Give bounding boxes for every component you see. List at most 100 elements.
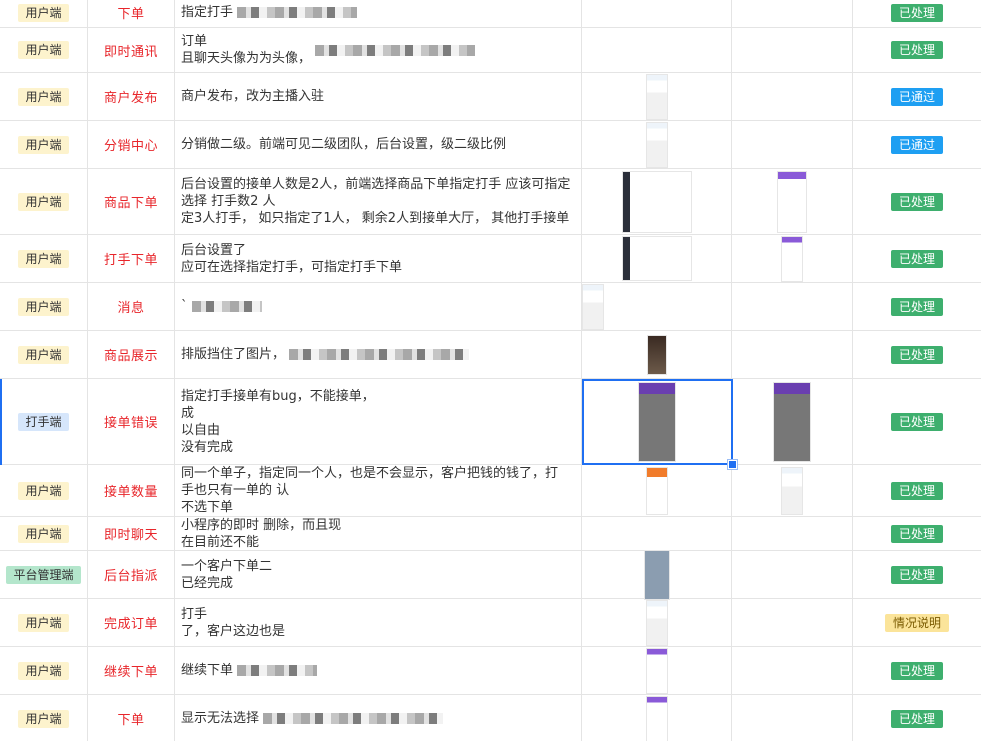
end-cell[interactable]: 用户端 — [0, 695, 88, 741]
table-row[interactable]: 用户端 接单数量 同一个单子，指定同一个人，也是不会显示，客户把钱的钱了，打 手… — [0, 465, 981, 517]
screenshot-thumbnail[interactable] — [645, 647, 668, 694]
module-cell[interactable]: 完成订单 — [88, 599, 175, 646]
image-cell-2[interactable] — [732, 73, 853, 120]
screenshot-thumbnail[interactable] — [645, 466, 668, 515]
status-cell[interactable]: 已处理 — [853, 169, 981, 234]
image-cell-1[interactable] — [582, 379, 732, 464]
table-row[interactable]: 用户端 分销中心 分销做二级。前端可见二级团队，后台设置，级二级比例 已通过 — [0, 121, 981, 169]
image-cell-2[interactable] — [732, 379, 853, 464]
module-cell[interactable]: 后台指派 — [88, 551, 175, 598]
status-cell[interactable]: 已处理 — [853, 331, 981, 378]
screenshot-thumbnail[interactable] — [645, 73, 668, 120]
module-cell[interactable]: 即时通讯 — [88, 28, 175, 72]
image-cell-1[interactable] — [582, 517, 732, 550]
table-row[interactable]: 用户端 完成订单 打手 了，客户这边也是 情况说明 — [0, 599, 981, 647]
table-row[interactable]: 平台管理端 后台指派 一个客户下单二 已经完成 已处理 — [0, 549, 981, 600]
module-cell[interactable]: 商户发布 — [88, 73, 175, 120]
end-cell[interactable]: 用户端 — [0, 235, 88, 282]
status-cell[interactable]: 已处理 — [853, 379, 981, 464]
description-cell[interactable]: ` — [175, 283, 582, 330]
module-cell[interactable]: 商品展示 — [88, 331, 175, 378]
table-row[interactable]: 用户端 消息 ` 已处理 — [0, 283, 981, 331]
status-cell[interactable]: 已通过 — [853, 73, 981, 120]
status-cell[interactable]: 已处理 — [853, 283, 981, 330]
screenshot-thumbnail[interactable] — [781, 466, 803, 515]
description-cell[interactable]: 排版挡住了图片， — [175, 331, 582, 378]
screenshot-thumbnail[interactable] — [645, 695, 668, 741]
screenshot-thumbnail[interactable] — [645, 121, 668, 168]
end-cell[interactable]: 打手端 — [0, 379, 88, 464]
status-cell[interactable]: 已处理 — [853, 0, 981, 27]
table-row[interactable]: 用户端 商户发布 商户发布，改为主播入驻 已通过 — [0, 73, 981, 121]
status-cell[interactable]: 已处理 — [853, 551, 981, 598]
table-row[interactable]: 用户端 商品下单 后台设置的接单人数是2人，前端选择商品下单指定打手 应该可指定… — [0, 169, 981, 235]
image-cell-1[interactable] — [582, 73, 732, 120]
status-cell[interactable]: 已处理 — [853, 695, 981, 741]
image-cell-2[interactable] — [732, 235, 853, 282]
screenshot-thumbnail[interactable] — [582, 283, 604, 330]
table-row[interactable]: 用户端 即时聊天 小程序的即时 删除，而且现 在目前还不能 已处理 — [0, 517, 981, 551]
screenshot-thumbnail[interactable] — [643, 549, 670, 600]
end-cell[interactable]: 用户端 — [0, 599, 88, 646]
description-cell[interactable]: 继续下单 — [175, 647, 582, 694]
end-cell[interactable]: 平台管理端 — [0, 551, 88, 598]
status-cell[interactable]: 已通过 — [853, 121, 981, 168]
image-cell-2[interactable] — [732, 599, 853, 646]
description-cell[interactable]: 指定打手接单有bug，不能接单， 成 以自由 没有完成 — [175, 379, 582, 464]
table-row[interactable]: 打手端 接单错误 指定打手接单有bug，不能接单， 成 以自由 没有完成 已处理 — [0, 379, 981, 465]
image-cell-2[interactable] — [732, 331, 853, 378]
screenshot-thumbnail[interactable] — [646, 334, 667, 375]
module-cell[interactable]: 继续下单 — [88, 647, 175, 694]
image-cell-2[interactable] — [732, 695, 853, 741]
module-cell[interactable]: 消息 — [88, 283, 175, 330]
image-cell-1[interactable] — [582, 283, 732, 330]
end-cell[interactable]: 用户端 — [0, 121, 88, 168]
description-cell[interactable]: 一个客户下单二 已经完成 — [175, 551, 582, 598]
table-row[interactable]: 用户端 继续下单 继续下单 已处理 — [0, 647, 981, 695]
image-cell-2[interactable] — [732, 647, 853, 694]
image-cell-1[interactable] — [582, 235, 732, 282]
status-cell[interactable]: 已处理 — [853, 647, 981, 694]
image-cell-1[interactable] — [582, 121, 732, 168]
screenshot-thumbnail[interactable] — [645, 599, 668, 646]
end-cell[interactable]: 用户端 — [0, 465, 88, 516]
description-cell[interactable]: 指定打手 — [175, 0, 582, 27]
module-cell[interactable]: 分销中心 — [88, 121, 175, 168]
description-cell[interactable]: 订单 且聊天头像为为头像， — [175, 28, 582, 72]
image-cell-1[interactable] — [582, 647, 732, 694]
screenshot-thumbnail[interactable] — [781, 235, 803, 282]
description-cell[interactable]: 同一个单子，指定同一个人，也是不会显示，客户把钱的钱了，打 手也只有一单的 认 … — [175, 465, 582, 516]
table-row[interactable]: 用户端 下单 显示无法选择 已处理 — [0, 695, 981, 741]
image-cell-1[interactable] — [582, 28, 732, 72]
screenshot-thumbnail[interactable] — [621, 170, 692, 233]
table-row[interactable]: 用户端 打手下单 后台设置了 应可在选择指定打手，可指定打手下单 已处理 — [0, 235, 981, 283]
end-cell[interactable]: 用户端 — [0, 28, 88, 72]
end-cell[interactable]: 用户端 — [0, 169, 88, 234]
end-cell[interactable]: 用户端 — [0, 73, 88, 120]
end-cell[interactable]: 用户端 — [0, 0, 88, 27]
image-cell-1[interactable] — [582, 695, 732, 741]
status-cell[interactable]: 情况说明 — [853, 599, 981, 646]
description-cell[interactable]: 分销做二级。前端可见二级团队，后台设置，级二级比例 — [175, 121, 582, 168]
description-cell[interactable]: 后台设置的接单人数是2人，前端选择商品下单指定打手 应该可指定选择 打手数2 人… — [175, 169, 582, 234]
image-cell-2[interactable] — [732, 283, 853, 330]
image-cell-2[interactable] — [732, 0, 853, 27]
module-cell[interactable]: 下单 — [88, 0, 175, 27]
image-cell-2[interactable] — [732, 121, 853, 168]
module-cell[interactable]: 接单错误 — [88, 379, 175, 464]
image-cell-1[interactable] — [582, 465, 732, 516]
image-cell-1[interactable] — [582, 331, 732, 378]
image-cell-2[interactable] — [732, 465, 853, 516]
screenshot-thumbnail[interactable] — [777, 170, 807, 233]
end-cell[interactable]: 用户端 — [0, 283, 88, 330]
description-cell[interactable]: 后台设置了 应可在选择指定打手，可指定打手下单 — [175, 235, 582, 282]
end-cell[interactable]: 用户端 — [0, 647, 88, 694]
table-row[interactable]: 用户端 商品展示 排版挡住了图片， 已处理 — [0, 331, 981, 379]
image-cell-1[interactable] — [582, 169, 732, 234]
image-cell-2[interactable] — [732, 517, 853, 550]
screenshot-thumbnail[interactable] — [637, 381, 676, 462]
screenshot-thumbnail[interactable] — [773, 381, 811, 462]
image-cell-1[interactable] — [582, 599, 732, 646]
image-cell-2[interactable] — [732, 551, 853, 598]
image-cell-1[interactable] — [582, 0, 732, 27]
